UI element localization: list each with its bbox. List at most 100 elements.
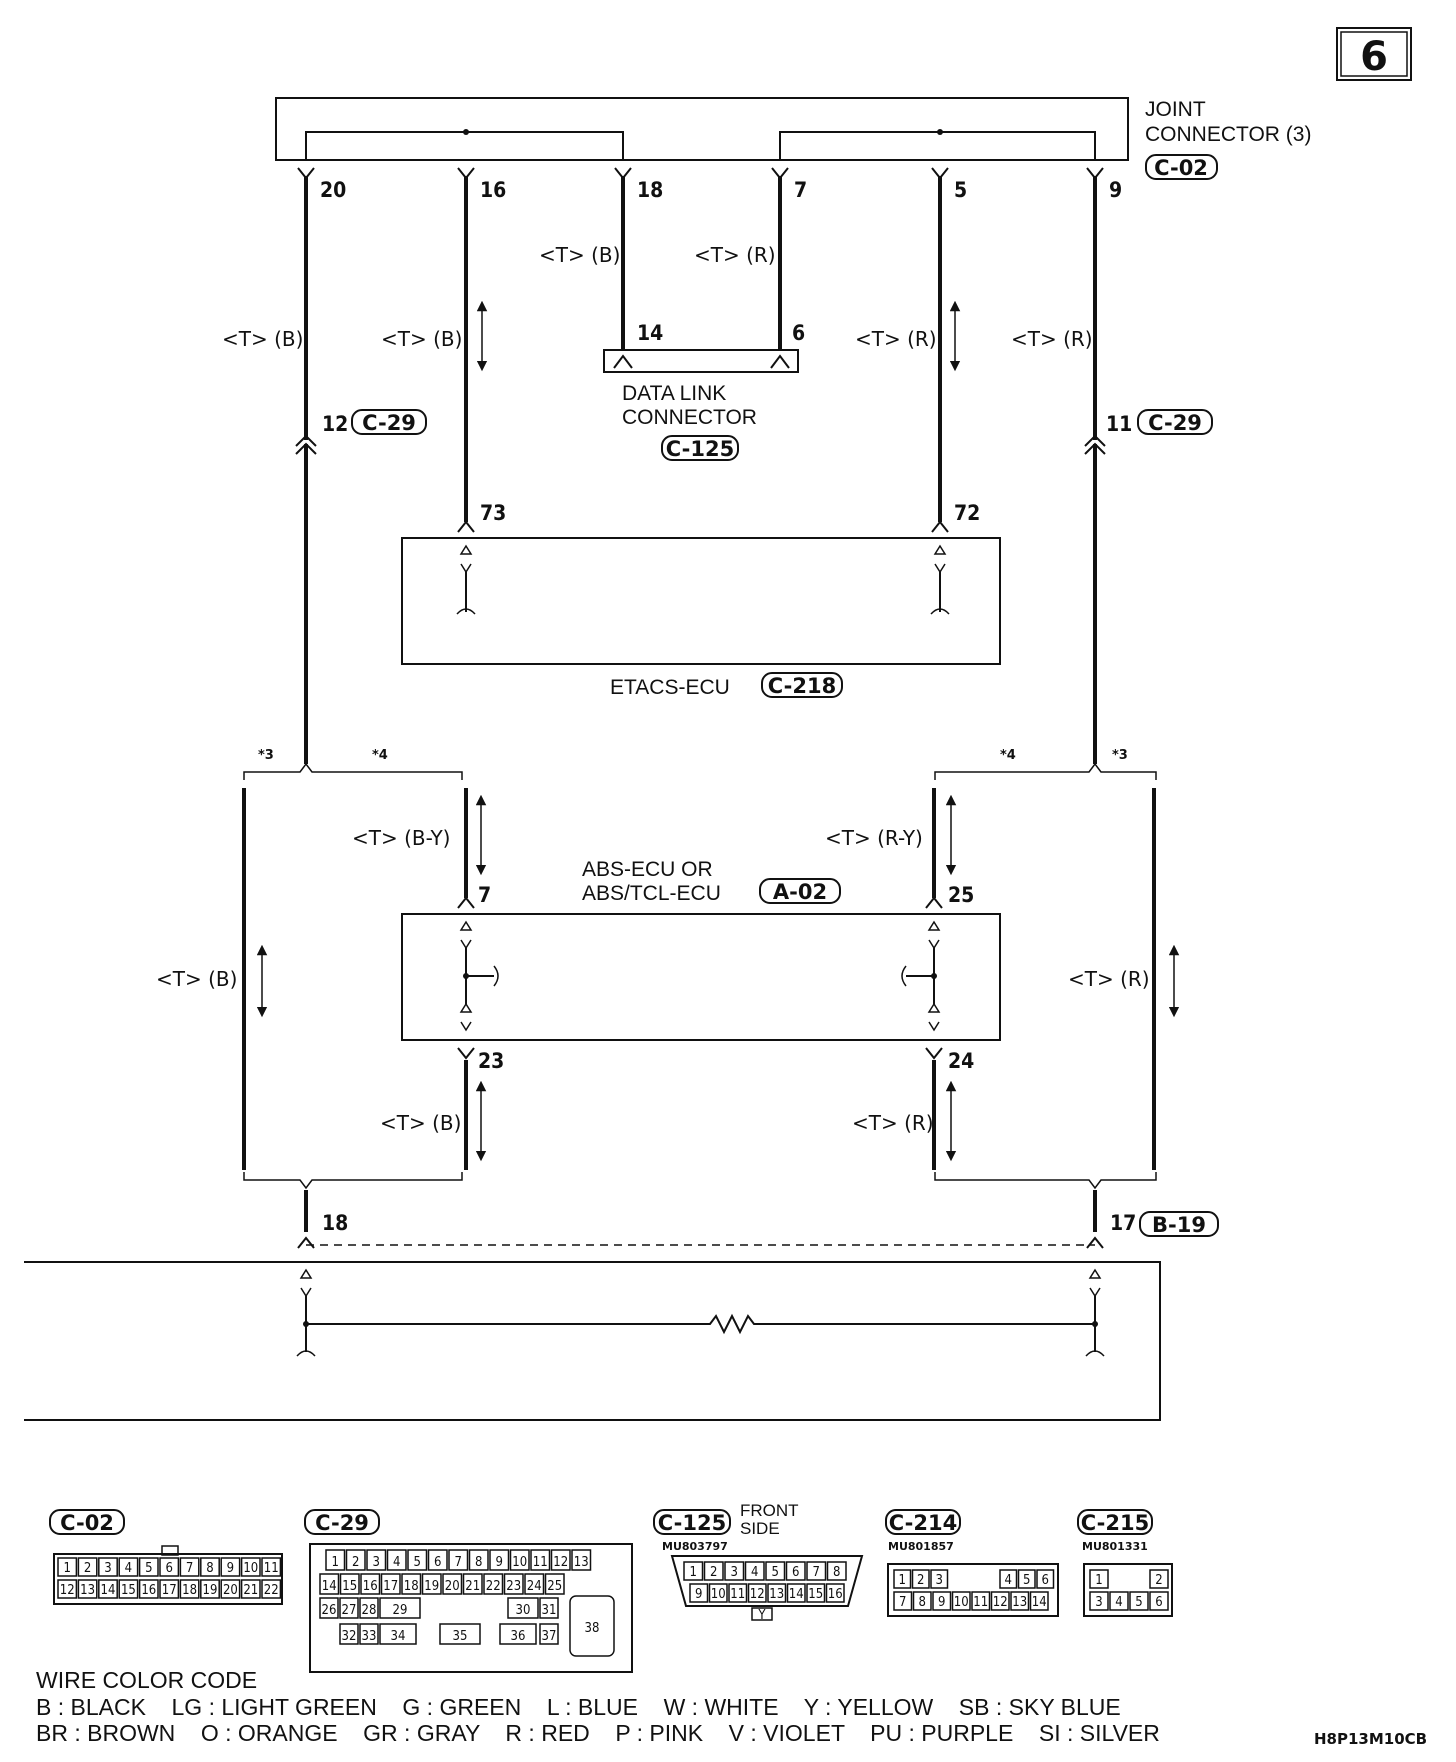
cavity <box>159 1557 180 1577</box>
cavity-number: 12 <box>553 1555 568 1570</box>
cavity <box>544 1573 565 1595</box>
cavity <box>951 1591 971 1611</box>
cavity <box>380 1573 401 1595</box>
cavity-number: 4 <box>1115 1595 1122 1610</box>
cavity <box>744 1561 765 1581</box>
cavity <box>999 1569 1018 1589</box>
cavity <box>200 1579 220 1599</box>
brace-left-bottom <box>243 1172 463 1190</box>
cavity-number: 8 <box>206 1561 213 1576</box>
cavity <box>339 1597 359 1619</box>
cavity <box>765 1561 786 1581</box>
intermediate-connector-12: 12 C-29 <box>295 409 427 455</box>
cavity <box>220 1579 241 1599</box>
cavity-number: 9 <box>496 1555 503 1570</box>
cavity <box>360 1573 381 1595</box>
cavity-number: 3 <box>936 1573 943 1588</box>
wire-label-w3: <T> (B) <box>381 327 462 351</box>
dlc-pin-14: 14 <box>637 321 663 345</box>
cavity <box>159 1579 180 1599</box>
ic-pin-11: 11 <box>1106 412 1132 436</box>
cavity-number: 14 <box>789 1587 804 1602</box>
cavity <box>524 1573 545 1595</box>
variant-mark-3-right: *3 <box>1112 748 1128 763</box>
cavity <box>77 1579 98 1599</box>
jc-pin-18: 18 <box>637 178 663 202</box>
cavity <box>1129 1591 1149 1611</box>
data-link-connector: 14 6 DATA LINK CONNECTOR C-125 <box>603 321 805 461</box>
cavity-number: 16 <box>141 1583 156 1598</box>
cavity <box>971 1591 991 1611</box>
brace-right-top <box>934 762 1157 780</box>
abs-pin-24: 24 <box>948 1049 974 1073</box>
cavity <box>240 1557 261 1577</box>
jc-pin-5: 5 <box>954 178 967 202</box>
cavity <box>1089 1569 1109 1589</box>
cavity <box>767 1583 787 1603</box>
cavity-number: 29 <box>393 1603 408 1618</box>
cavity-number: 31 <box>542 1603 557 1618</box>
bottom-unit <box>24 1261 1161 1421</box>
cavity-number: 11 <box>973 1595 988 1610</box>
cavity-number: 13 <box>80 1583 95 1598</box>
dlc-label-2: CONNECTOR <box>622 406 757 429</box>
cavity-number: 22 <box>486 1579 501 1594</box>
cavity-number: 1 <box>899 1573 906 1588</box>
cavity-number: 38 <box>585 1621 600 1636</box>
cavity-number: 4 <box>1005 1573 1012 1588</box>
cavity-number: 37 <box>542 1629 557 1644</box>
etacs-ecu: 73 72 ETACS-ECU C-218 <box>401 501 1001 699</box>
termination-resistor <box>306 1313 1095 1335</box>
etacs-label: ETACS-ECU <box>610 676 730 699</box>
cavity <box>118 1579 139 1599</box>
cavity-number: 27 <box>342 1603 357 1618</box>
cavity <box>689 1583 709 1603</box>
figure-code: H8P13M10CB <box>1314 1730 1427 1748</box>
cavity <box>240 1579 261 1599</box>
cavity-number: 1 <box>63 1561 70 1576</box>
wire-label-w6: <T> (R) <box>1011 327 1093 351</box>
cavity <box>825 1583 845 1603</box>
cavity <box>703 1561 724 1581</box>
page-number-box: 6 <box>1336 27 1412 81</box>
cavity-number: 24 <box>527 1579 542 1594</box>
cavity-number: 3 <box>104 1561 111 1576</box>
cavity-number: 28 <box>362 1603 377 1618</box>
wire-label-w11: <T> (B) <box>156 967 237 991</box>
wcc-title: WIRE COLOR CODE <box>36 1667 257 1693</box>
cavity <box>550 1549 571 1571</box>
wire-label-w9: <T> (B) <box>380 1111 461 1135</box>
cavity <box>806 1561 827 1581</box>
cavity-number: 14 <box>322 1579 337 1594</box>
cavity-number: 21 <box>243 1583 258 1598</box>
page-number: 6 <box>1360 34 1388 80</box>
bottom-pin-17: 17 <box>1110 1211 1136 1235</box>
cavity <box>138 1557 159 1577</box>
cavity <box>421 1573 442 1595</box>
cavity-number: 6 <box>1155 1595 1162 1610</box>
cavity <box>220 1557 241 1577</box>
cavity-number: 13 <box>769 1587 784 1602</box>
cavity-number: 26 <box>322 1603 337 1618</box>
cavity <box>893 1569 912 1589</box>
joint-connector-label-1: JOINT <box>1145 98 1206 121</box>
cavity <box>930 1569 949 1589</box>
cavity <box>468 1549 489 1571</box>
etacs-pin-73: 73 <box>480 501 506 525</box>
cavity-number: 9 <box>695 1587 702 1602</box>
cavity-number: 3 <box>373 1555 380 1570</box>
cavity <box>747 1583 767 1603</box>
jc-pin-7: 7 <box>794 178 807 202</box>
cv-c214-name: C-214 <box>889 1511 957 1535</box>
cavity-number: 9 <box>938 1595 945 1610</box>
cavity <box>379 1623 417 1645</box>
cv-c29-name: C-29 <box>315 1511 369 1535</box>
cavity-number: 11 <box>264 1561 279 1576</box>
cavity <box>179 1579 200 1599</box>
cv-c02-name: C-02 <box>60 1511 114 1535</box>
cavity <box>1089 1591 1109 1611</box>
cavity-number: 36 <box>511 1629 526 1644</box>
cv-c125-side-1: FRONT <box>740 1501 799 1520</box>
